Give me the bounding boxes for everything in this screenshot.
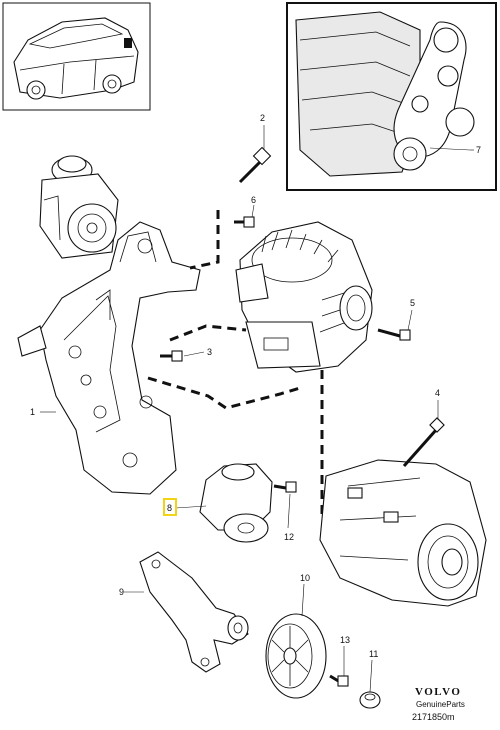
callout-9[interactable]: 9 xyxy=(119,587,124,597)
vehicle-inset xyxy=(2,2,151,111)
ac-compressor xyxy=(319,459,487,607)
callout-5[interactable]: 5 xyxy=(410,298,415,308)
callout-1[interactable]: 1 xyxy=(30,407,35,417)
fastener-bolts xyxy=(160,146,445,709)
callout-11[interactable]: 11 xyxy=(369,649,378,659)
belt-routing-inset xyxy=(286,2,497,191)
callout-7[interactable]: 7 xyxy=(476,145,481,155)
tensioner-bracket xyxy=(139,551,249,673)
callout-8[interactable]: 8 xyxy=(167,503,172,513)
power-steering-pump xyxy=(39,155,119,259)
main-bracket xyxy=(17,221,201,495)
idler-pulley xyxy=(265,613,327,699)
genuine-parts-label: GenuineParts xyxy=(416,700,465,709)
callout-4[interactable]: 4 xyxy=(435,388,440,398)
callout-6[interactable]: 6 xyxy=(251,195,256,205)
volvo-logo: VOLVO xyxy=(415,686,462,698)
callout-8-highlight xyxy=(163,498,177,516)
callout-10[interactable]: 10 xyxy=(300,573,310,583)
callout-3[interactable]: 3 xyxy=(207,347,212,357)
callout-13[interactable]: 13 xyxy=(340,635,350,645)
routing-dashes xyxy=(147,210,324,520)
part-callouts: 1 2 3 4 5 6 7 8 9 10 11 12 13 xyxy=(30,113,481,659)
drawing-number: 2171850m xyxy=(412,712,455,722)
callout-12[interactable]: 12 xyxy=(284,532,294,542)
belt-tensioner xyxy=(199,463,273,543)
leader-lines xyxy=(40,125,474,693)
callout-2[interactable]: 2 xyxy=(260,113,265,123)
alternator xyxy=(235,221,373,373)
